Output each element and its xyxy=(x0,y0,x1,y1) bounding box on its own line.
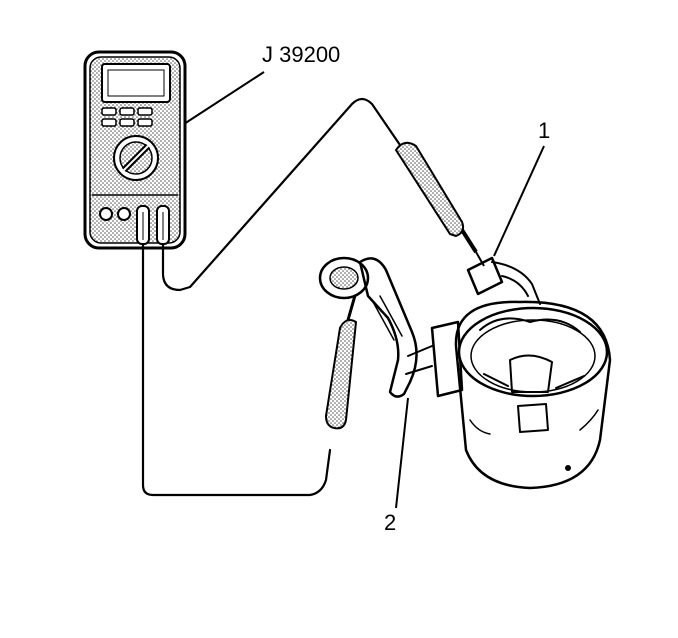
test-lead-black xyxy=(141,242,332,497)
multimeter-icon xyxy=(83,50,187,250)
callout-label-1: 1 xyxy=(538,118,550,143)
motor-frame-icon xyxy=(454,256,612,490)
meter-dial xyxy=(113,135,159,181)
callout-leader-tool xyxy=(183,71,265,125)
callout-leader-1 xyxy=(493,145,545,257)
tool-label: J 39200 xyxy=(262,42,340,67)
meter-jacks xyxy=(99,205,170,245)
callout-label-2: 2 xyxy=(384,510,396,535)
meter-display xyxy=(101,63,171,103)
test-lead-red xyxy=(161,97,402,292)
meter-buttons xyxy=(101,107,153,127)
test-probe-icon xyxy=(324,277,361,430)
brush-lead-part xyxy=(318,256,464,398)
callout-leader-2 xyxy=(395,397,409,509)
test-probe-icon xyxy=(394,141,485,267)
